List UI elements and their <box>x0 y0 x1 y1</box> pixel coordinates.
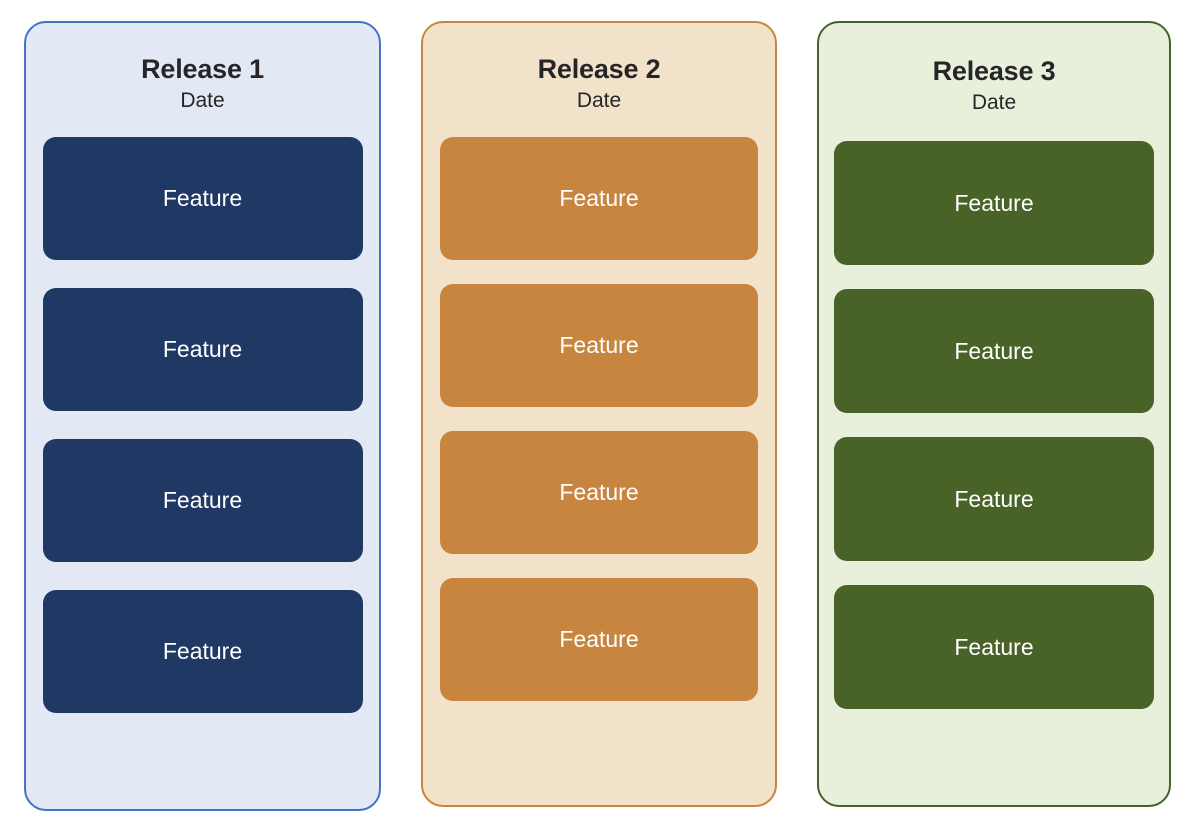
feature-card-label: Feature <box>162 487 243 514</box>
release-2-title: Release 2 <box>537 54 661 84</box>
release-1-feature-list: Feature Feature Feature Feature <box>26 114 379 741</box>
release-1-title: Release 1 <box>141 54 264 84</box>
feature-card[interactable]: Feature <box>834 437 1154 562</box>
feature-card-label: Feature <box>954 337 1034 364</box>
feature-card[interactable]: Feature <box>42 439 363 563</box>
feature-card-label: Feature <box>954 189 1034 216</box>
release-2-date: Date <box>576 88 622 112</box>
feature-card[interactable]: Feature <box>440 284 758 408</box>
release-1-header: Release 1 Date <box>26 23 379 114</box>
release-1-date: Date <box>180 88 225 112</box>
feature-card-label: Feature <box>559 626 639 653</box>
release-column-1[interactable]: Release 1 Date Feature Feature Feature F… <box>24 21 381 811</box>
feature-card-label: Feature <box>954 633 1034 660</box>
feature-card-label: Feature <box>162 336 243 363</box>
feature-card-label: Feature <box>559 332 639 359</box>
feature-card[interactable]: Feature <box>42 288 363 412</box>
feature-card[interactable]: Feature <box>42 590 363 714</box>
feature-card-label: Feature <box>559 185 639 212</box>
feature-card[interactable]: Feature <box>834 141 1154 266</box>
feature-card-label: Feature <box>954 485 1034 512</box>
feature-card-label: Feature <box>162 638 243 665</box>
feature-card[interactable]: Feature <box>440 137 758 261</box>
feature-card[interactable]: Feature <box>440 431 758 555</box>
release-3-title: Release 3 <box>932 56 1056 86</box>
release-3-header: Release 3 Date <box>819 23 1169 116</box>
release-column-3[interactable]: Release 3 Date Feature Feature Feature F… <box>817 21 1171 807</box>
release-column-2[interactable]: Release 2 Date Feature Feature Feature F… <box>421 21 777 807</box>
feature-card[interactable]: Feature <box>440 578 758 702</box>
release-3-date: Date <box>971 90 1017 114</box>
feature-card-label: Feature <box>559 479 639 506</box>
release-2-feature-list: Feature Feature Feature Feature <box>423 114 775 725</box>
feature-card[interactable]: Feature <box>834 289 1154 414</box>
release-3-feature-list: Feature Feature Feature Feature <box>819 116 1169 733</box>
feature-card-label: Feature <box>162 185 243 212</box>
feature-card[interactable]: Feature <box>42 137 363 261</box>
feature-card[interactable]: Feature <box>834 585 1154 710</box>
release-2-header: Release 2 Date <box>423 23 775 114</box>
